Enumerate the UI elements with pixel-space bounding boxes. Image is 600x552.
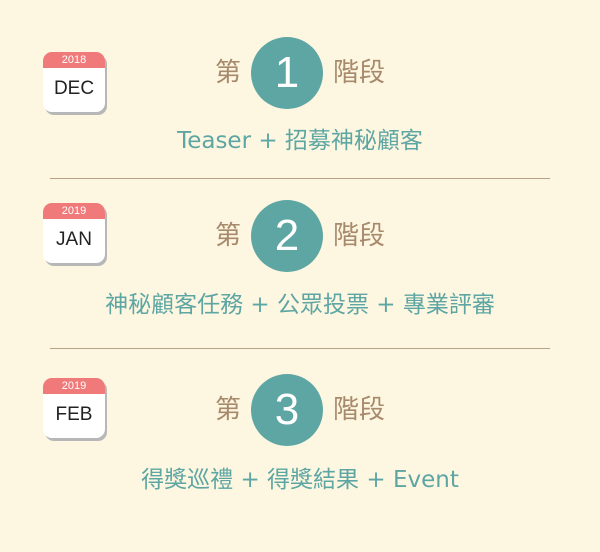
calendar-month: JAN <box>56 229 92 250</box>
phase-description: 神秘顧客任務 + 公眾投票 + 專業評審 <box>105 292 495 318</box>
calendar-icon: 2019 JAN <box>43 203 105 263</box>
phase-suffix: 階段 <box>333 221 386 251</box>
phase-number-badge: 2 <box>251 200 323 272</box>
divider <box>50 178 550 179</box>
phase-number-badge: 1 <box>251 37 323 109</box>
phase-heading: 第 2 階段 <box>200 200 400 272</box>
calendar-year: 2018 <box>43 52 105 68</box>
phase-suffix: 階段 <box>333 58 386 88</box>
calendar-year: 2019 <box>43 378 105 394</box>
phase-heading: 第 1 階段 <box>200 37 400 109</box>
phase-prefix: 第 <box>214 58 241 88</box>
phase-suffix: 階段 <box>333 395 386 425</box>
phase-number-badge: 3 <box>251 374 323 446</box>
phase-description: Teaser + 招募神秘顧客 <box>177 128 423 154</box>
calendar-month: DEC <box>53 78 95 99</box>
calendar-month: FEB <box>55 404 93 425</box>
calendar-icon: 2019 FEB <box>43 378 105 438</box>
phase-prefix: 第 <box>214 221 241 251</box>
phase-heading: 第 3 階段 <box>200 374 400 446</box>
calendar-year: 2019 <box>43 203 105 219</box>
phase-prefix: 第 <box>214 395 241 425</box>
divider <box>50 348 550 349</box>
phase-description: 得獎巡禮 + 得獎結果 + Event <box>141 467 459 493</box>
calendar-icon: 2018 DEC <box>43 52 105 112</box>
